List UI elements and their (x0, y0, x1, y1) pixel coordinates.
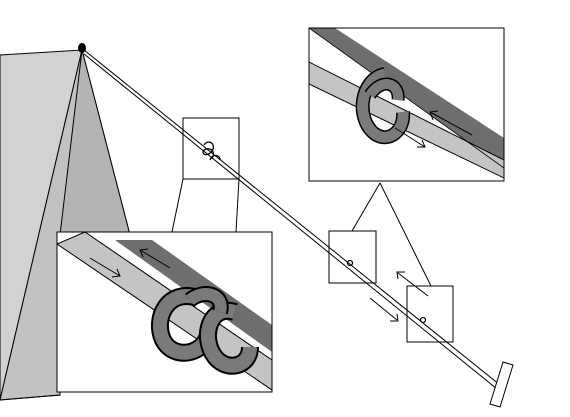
knot-detail (202, 141, 427, 324)
zoom-box-bottom (406, 285, 454, 343)
guy-line (83, 49, 501, 390)
tent-shape (0, 43, 131, 401)
leader-lines (171, 178, 432, 287)
tent-stake (489, 361, 514, 408)
inset-bottom-left (56, 231, 273, 393)
zoom-box-top (182, 117, 240, 180)
apex-ring (78, 43, 86, 53)
inset-top-right (308, 27, 505, 182)
zoom-box-middle (328, 230, 377, 284)
direction-arrow (369, 271, 429, 322)
